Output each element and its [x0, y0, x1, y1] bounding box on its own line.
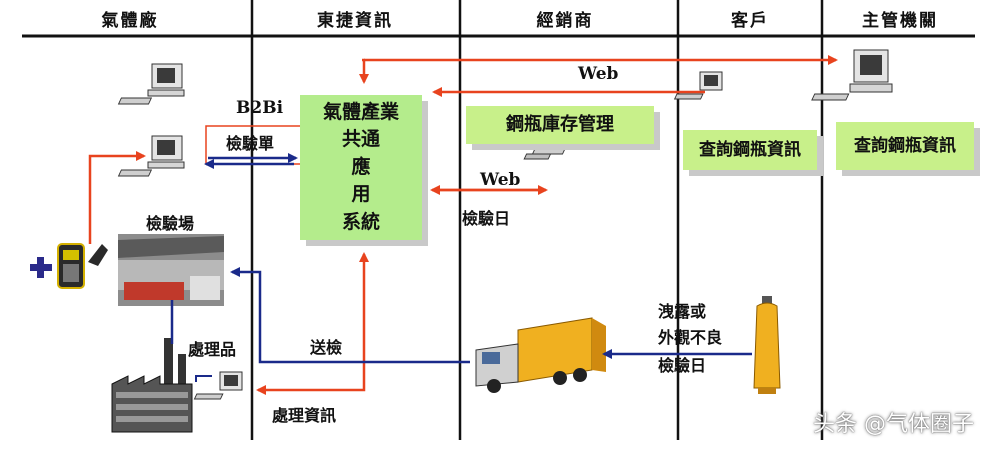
watermark: 头条 @气体圈子 — [813, 412, 974, 437]
column-header-gas-plant: 氣體廠 — [101, 11, 159, 31]
authority-query-box: 查詢鋼瓶資訊 — [836, 122, 974, 170]
leak-label-line2: 外觀不良 — [658, 328, 723, 347]
b2bi-label: B2Bi — [236, 98, 284, 118]
cylinder-inventory-box: 鋼瓶庫存管理 — [466, 106, 654, 144]
truck-icon — [475, 317, 606, 393]
handheld-scanner-icon — [57, 243, 108, 289]
disposal-to-computer-arrow — [195, 375, 212, 382]
leak-label-line3: 檢驗日 — [658, 356, 707, 375]
leak-label-line1: 洩露或 — [658, 302, 707, 321]
system-box-line: 氣體產業 — [322, 100, 399, 123]
computer-icon — [523, 145, 568, 160]
disposal-info-label: 處理資訊 — [272, 406, 337, 425]
disposal-item-label: 處理品 — [188, 340, 237, 359]
system-box-line: 共通 — [341, 128, 380, 151]
computer-icon — [193, 371, 243, 400]
common-application-system-box: 氣體產業 共通 應 用 系統 — [300, 95, 422, 240]
disposal-info-arrow — [256, 356, 366, 395]
column-header-distributor: 經銷商 — [536, 11, 594, 31]
column-header-authority: 主管機關 — [862, 11, 938, 31]
customer-query-box: 查詢鋼瓶資訊 — [683, 130, 817, 170]
inspection-day-label: 檢驗日 — [462, 209, 511, 228]
system-box-line: 系統 — [341, 210, 380, 233]
computer-icon — [673, 71, 723, 100]
web-top-label: Web — [578, 64, 619, 84]
system-box-line: 應 — [351, 155, 371, 178]
column-header-customer: 客戶 — [731, 11, 769, 31]
inspection-site-photo — [118, 234, 224, 306]
factory-icon — [111, 338, 193, 433]
inspection-site-label: 檢驗場 — [146, 214, 195, 233]
system-box-line: 用 — [351, 183, 371, 206]
inspection-sheet-label: 檢驗單 — [226, 134, 275, 153]
truck-to-site-arrow — [230, 267, 470, 364]
column-header-dongjie: 東捷資訊 — [317, 11, 393, 31]
scanner-to-computer-arrow — [88, 151, 146, 244]
computer-icon — [117, 135, 185, 177]
computer-icon — [811, 49, 893, 101]
web-mid-label: Web — [480, 170, 521, 190]
computer-icon — [117, 63, 185, 105]
gas-cylinder-icon — [753, 296, 781, 394]
plus-icon — [30, 257, 52, 278]
send-inspection-label: 送檢 — [310, 338, 343, 357]
